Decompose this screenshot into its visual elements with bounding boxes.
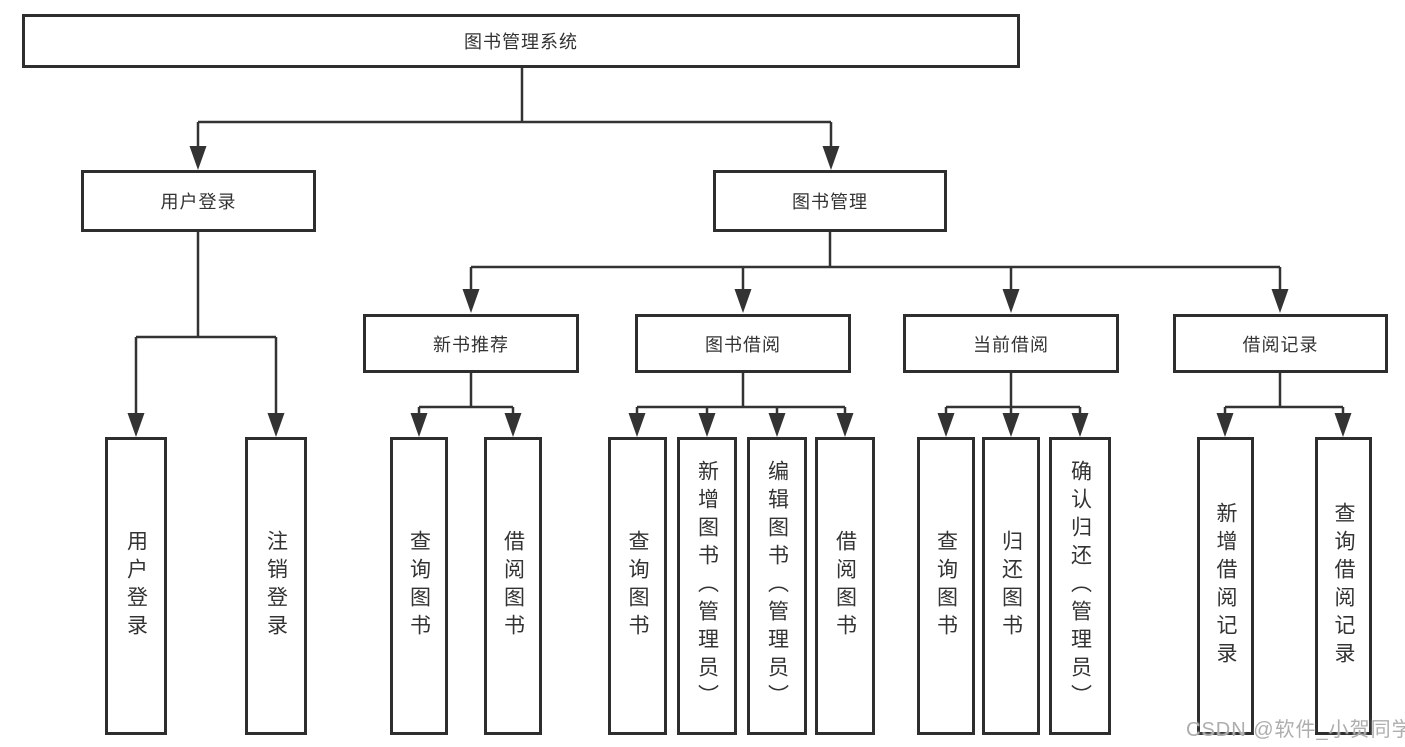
- leaf-query-books-borrow: 查询图书: [608, 437, 667, 735]
- connector-root-to-level2: [189, 68, 840, 170]
- leaf-query-books-rec: 查询图书: [390, 437, 448, 735]
- node-user-login: 用户登录: [81, 170, 316, 232]
- leaf-edit-books-admin: 编辑图书（管理员）: [747, 437, 807, 735]
- leaf-logout: 注销登录: [245, 437, 307, 735]
- leaf-user-login: 用户登录: [105, 437, 167, 735]
- leaf-confirm-return-admin: 确认归还（管理员）: [1049, 437, 1111, 735]
- node-book-borrowing: 图书借阅: [635, 314, 851, 373]
- node-book-management: 图书管理: [713, 170, 947, 232]
- csdn-watermark: CSDN @软件_小贺同学: [1186, 719, 1405, 741]
- node-new-book-recommendation: 新书推荐: [363, 314, 579, 373]
- connector-book-borrow-to-leaves: [628, 373, 854, 437]
- node-library-management-system: 图书管理系统: [22, 14, 1020, 68]
- leaf-add-borrow-record: 新增借阅记录: [1197, 437, 1254, 735]
- leaf-borrow-books: 借阅图书: [815, 437, 875, 735]
- connector-new-book-rec-to-leaves: [410, 373, 522, 437]
- connector-user-login-to-leaves: [127, 232, 285, 437]
- node-current-borrowing: 当前借阅: [903, 314, 1119, 373]
- leaf-borrow-books-rec: 借阅图书: [484, 437, 542, 735]
- leaf-return-books: 归还图书: [982, 437, 1040, 735]
- leaf-query-books-current: 查询图书: [917, 437, 975, 735]
- leaf-query-borrow-record: 查询借阅记录: [1315, 437, 1372, 735]
- node-borrowing-records: 借阅记录: [1173, 314, 1388, 373]
- leaf-add-books-admin: 新增图书（管理员）: [677, 437, 737, 735]
- connector-current-borrow-to-leaves: [937, 373, 1089, 437]
- connector-borrow-record-to-leaves: [1216, 373, 1352, 437]
- connector-book-management-to-level3: [462, 232, 1289, 313]
